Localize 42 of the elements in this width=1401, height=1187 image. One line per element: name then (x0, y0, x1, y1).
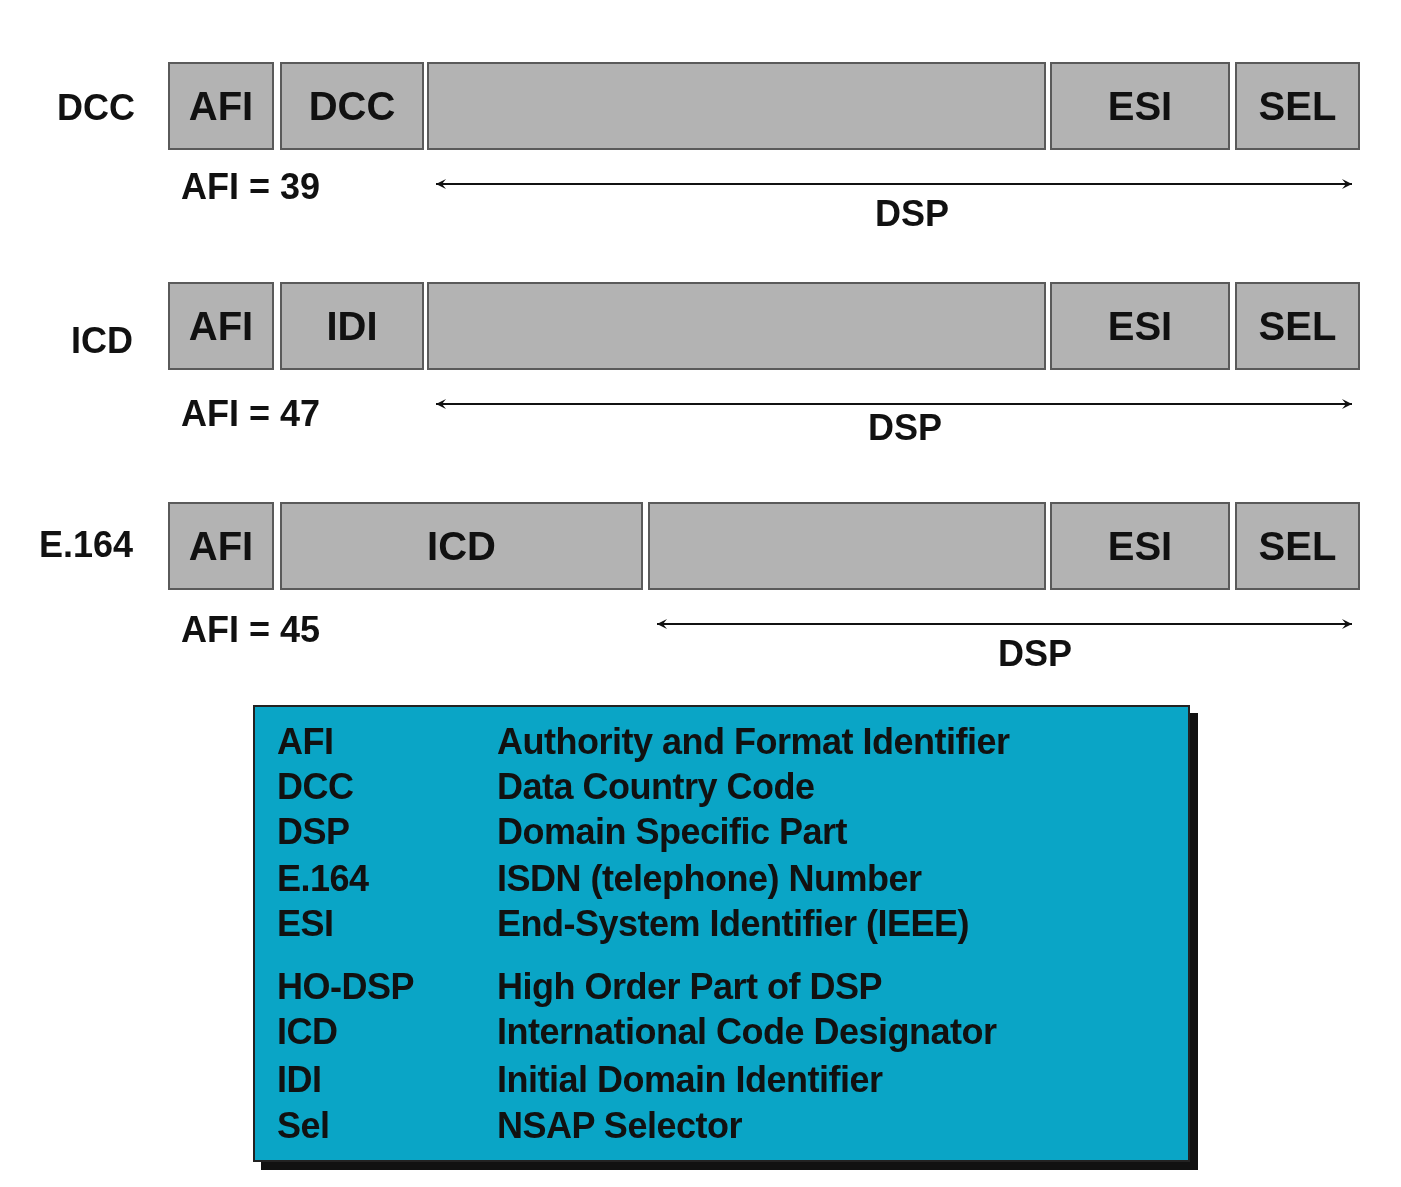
term-definition: Data Country Code (497, 767, 815, 807)
abbreviation-term: ESI (277, 904, 334, 944)
row-label: E.164 (38, 525, 133, 565)
row-label: ICD (71, 321, 133, 361)
term-definition: Domain Specific Part (497, 812, 848, 852)
address-field: AFI (168, 282, 274, 370)
address-field: SEL (1235, 62, 1360, 150)
address-field (427, 62, 1046, 150)
term-definition: High Order Part of DSP (497, 967, 883, 1007)
afi-value: AFI = 47 (181, 394, 321, 434)
term-definition: Authority and Format Identifier (497, 722, 1010, 762)
term-definition: End-System Identifier (IEEE) (497, 904, 970, 944)
dimension-label: DSP (868, 408, 942, 448)
abbreviation-term: Sel (277, 1106, 330, 1146)
term-definition: NSAP Selector (497, 1106, 742, 1146)
address-field: ESI (1050, 502, 1230, 590)
address-field: ESI (1050, 282, 1230, 370)
address-field: AFI (168, 502, 274, 590)
abbreviation-term: HO-DSP (277, 967, 414, 1007)
row-label: DCC (57, 88, 135, 128)
dimension-label: DSP (998, 634, 1072, 674)
address-field: ESI (1050, 62, 1230, 150)
address-field: DCC (280, 62, 424, 150)
abbreviation-term: DCC (277, 767, 354, 807)
abbreviation-term: AFI (277, 722, 334, 762)
abbreviation-term: E.164 (277, 859, 369, 899)
afi-value: AFI = 39 (181, 167, 321, 207)
dimension-label: DSP (875, 194, 949, 234)
abbreviation-term: IDI (277, 1060, 322, 1100)
term-definition: Initial Domain Identifier (497, 1060, 883, 1100)
address-field (648, 502, 1046, 590)
address-field: AFI (168, 62, 274, 150)
afi-value: AFI = 45 (181, 610, 321, 650)
abbreviation-term: DSP (277, 812, 350, 852)
address-field: ICD (280, 502, 643, 590)
address-field (427, 282, 1046, 370)
address-field: SEL (1235, 502, 1360, 590)
address-field: SEL (1235, 282, 1360, 370)
term-definition: International Code Designator (497, 1012, 997, 1052)
abbreviation-term: ICD (277, 1012, 338, 1052)
address-field: IDI (280, 282, 424, 370)
term-definition: ISDN (telephone) Number (497, 859, 922, 899)
